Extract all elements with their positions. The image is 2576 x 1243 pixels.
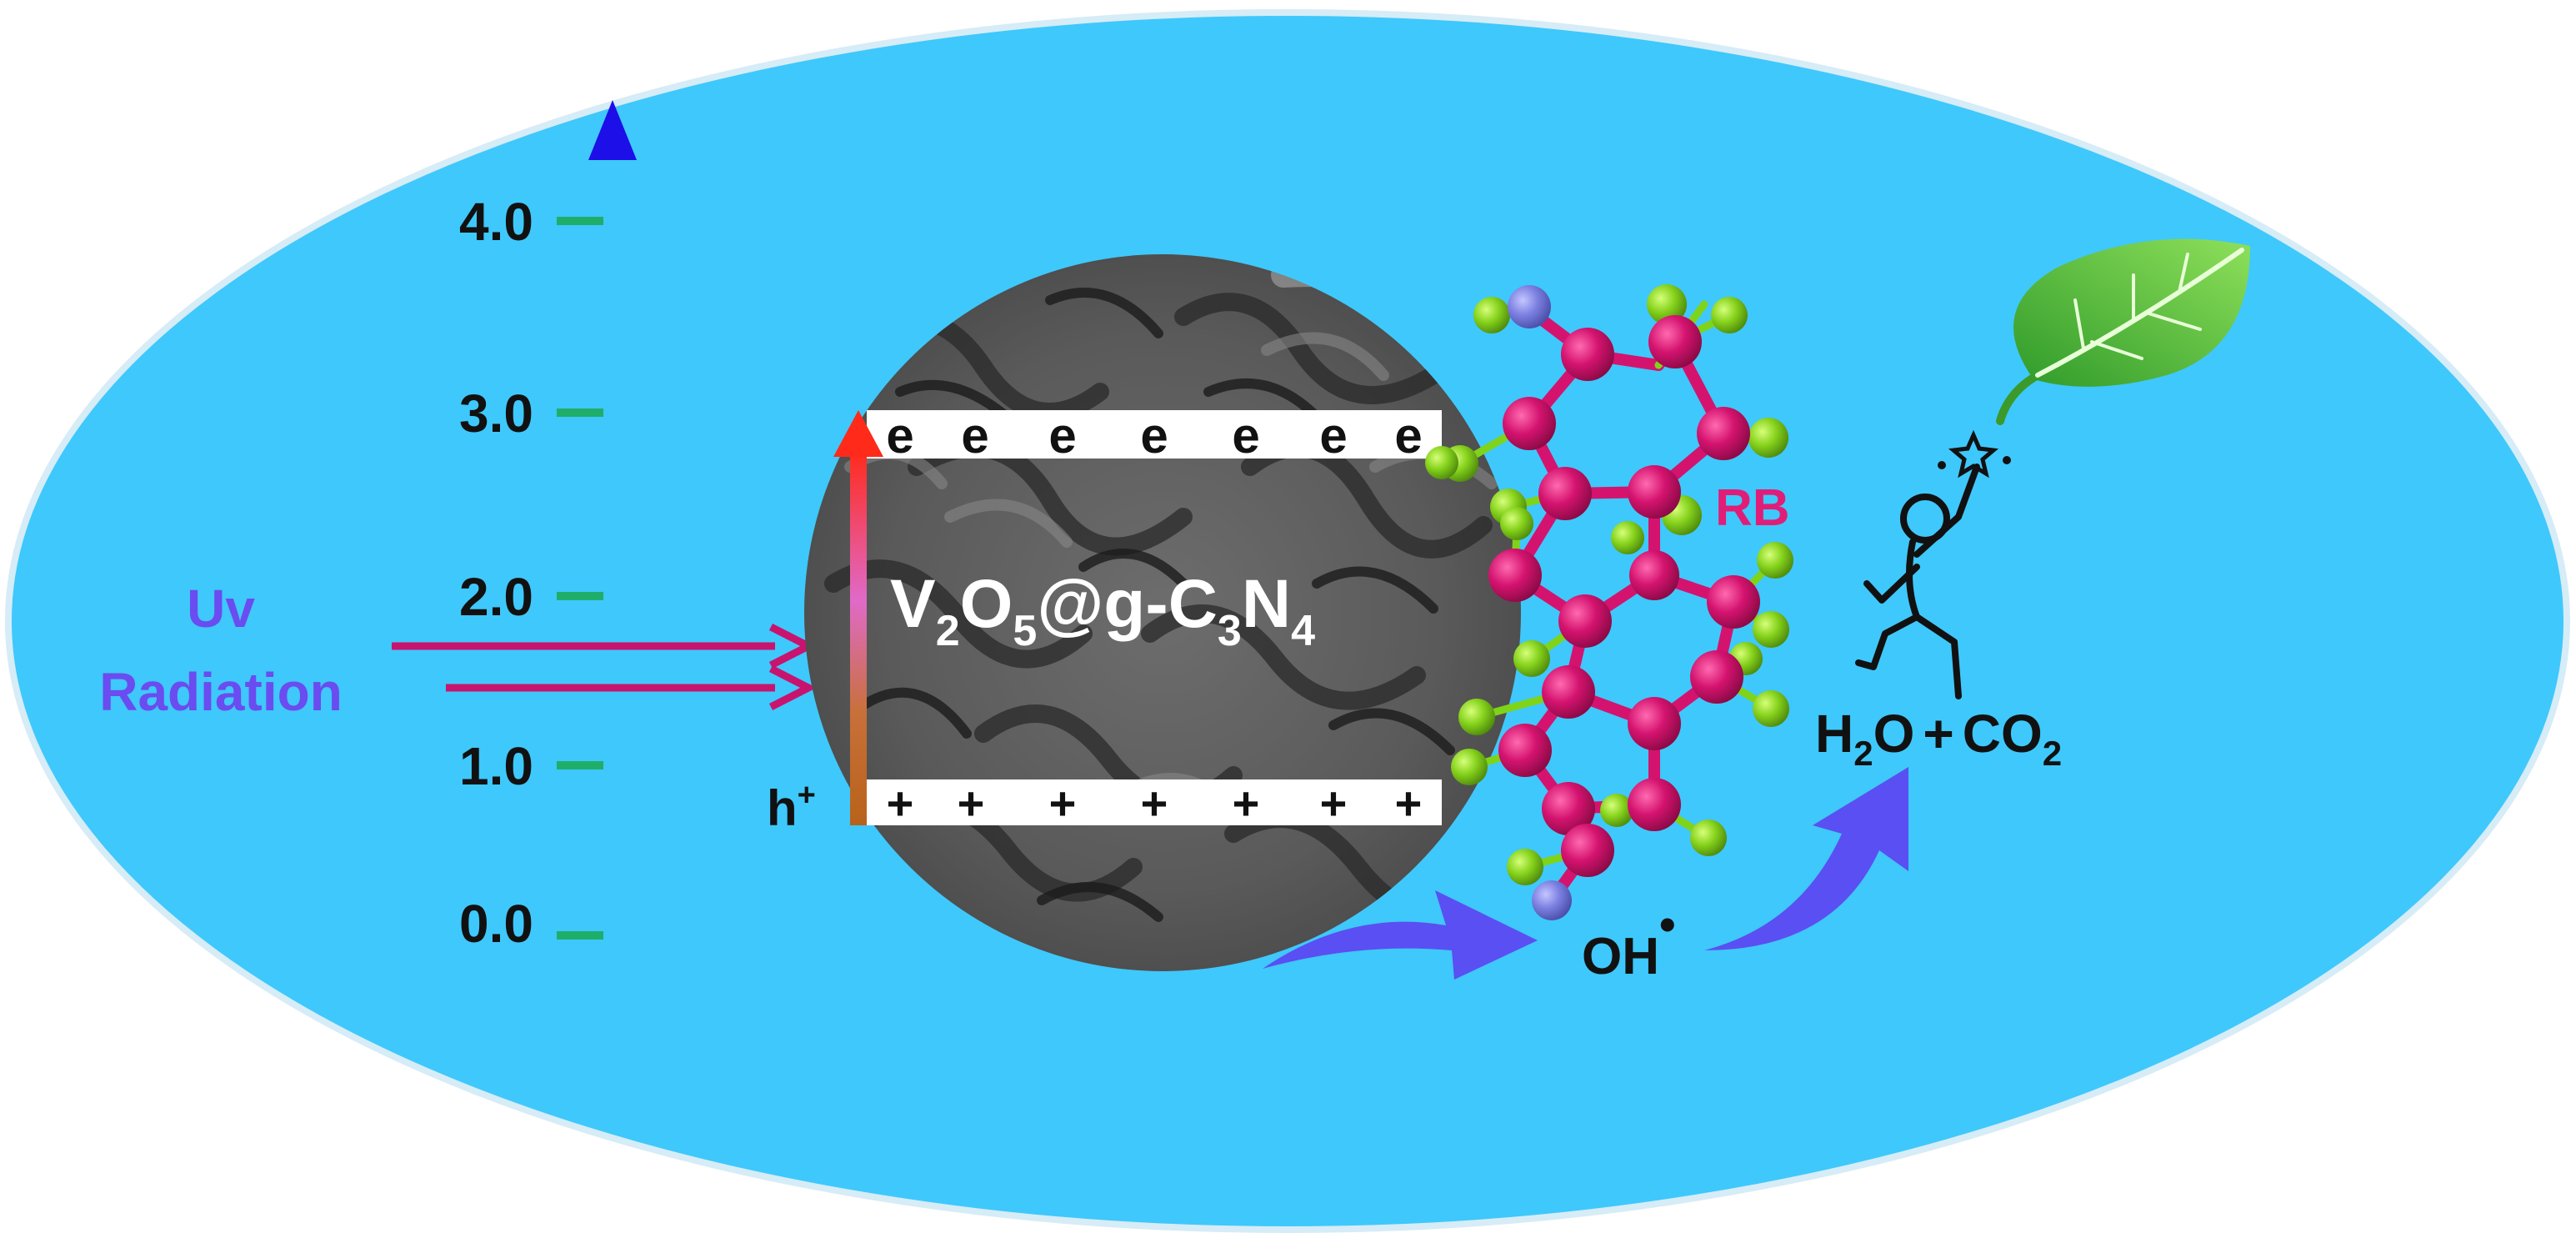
rb-molecule [1425, 284, 1793, 920]
electron-symbol: e [1140, 408, 1168, 464]
electron-symbol: e [1048, 408, 1076, 464]
hole-symbol: + [1141, 777, 1168, 830]
valence-band: + + + + + + + [867, 777, 1442, 830]
flow-arrow-1 [1263, 890, 1538, 980]
electron-symbol: e [886, 408, 913, 464]
stars-icon [1938, 429, 2011, 479]
hole-symbol: + [887, 777, 914, 830]
electron-symbol: e [1394, 408, 1422, 464]
electron-symbol: e [1319, 408, 1347, 464]
hole-symbol: + [1233, 777, 1260, 830]
energy-axis: 4.0 3.0 2.0 1.0 0.0 [459, 100, 637, 954]
hole-label-sup: + [798, 778, 816, 813]
axis-ticks [557, 217, 603, 940]
electron-symbol: e [961, 408, 988, 464]
hole-symbol: + [958, 777, 985, 830]
hole-symbol: + [1395, 777, 1423, 830]
tick-label: 4.0 [459, 192, 533, 252]
oh-dot: • [1659, 898, 1676, 950]
flow-arrow-2 [1704, 767, 1908, 950]
tick-label: 1.0 [459, 736, 533, 796]
excitation-arrow [833, 410, 883, 825]
conduction-band: e e e e e e e [867, 408, 1442, 464]
rb-label: RB [1715, 479, 1790, 537]
oh-text: OH [1582, 928, 1659, 985]
h-atoms [1425, 284, 1793, 885]
c-atoms [1488, 315, 1760, 877]
celebrating-person-icon [1855, 464, 1980, 699]
products-label: H2O+CO2 [1815, 704, 2062, 773]
axis-arrowhead [588, 100, 637, 160]
tick-label: 0.0 [459, 894, 533, 954]
hole-label-main: h [767, 780, 798, 836]
hole-label: h+ [767, 778, 816, 836]
hole-symbol: + [1049, 777, 1077, 830]
radiation-text: Radiation [99, 662, 343, 722]
leaf-icon [1996, 238, 2250, 425]
catalyst-label: V2O5@g-C3N4 [890, 566, 1315, 655]
hole-row: + + + + + + + [887, 777, 1423, 830]
uv-text: Uv [187, 579, 255, 639]
tick-label: 3.0 [459, 383, 533, 444]
electron-symbol: e [1232, 408, 1259, 464]
tick-label: 2.0 [459, 567, 533, 627]
electron-row: e e e e e e e [886, 408, 1422, 464]
hole-symbol: + [1320, 777, 1348, 830]
oh-radical: OH• [1582, 898, 1676, 985]
n-atoms [1508, 285, 1572, 920]
uv-radiation-label: Uv Radiation [99, 579, 343, 722]
